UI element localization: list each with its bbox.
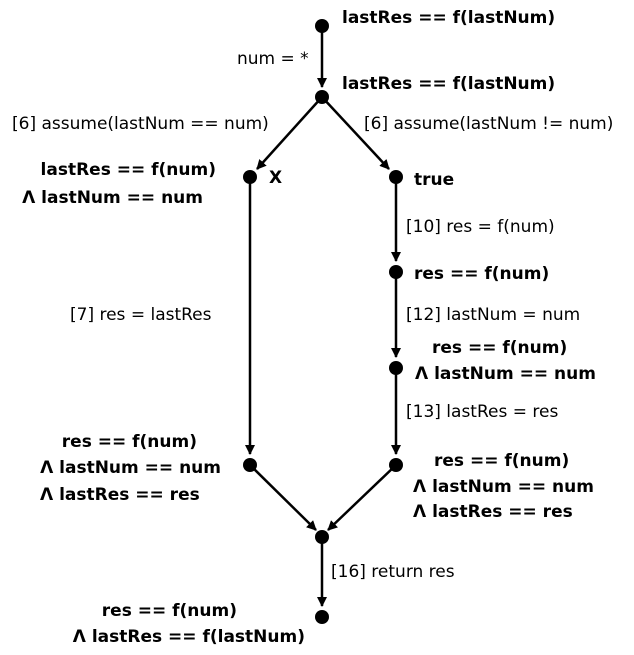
edge-10-label: [10] res = f(num) [406, 217, 555, 237]
node-1 [315, 19, 329, 33]
node-7-label-line2: Λ lastNum == num [40, 458, 221, 478]
edge-7-label: [7] res = lastRes [70, 305, 212, 325]
node-6-label-line1: res == f(num) [432, 338, 568, 358]
edge-2-3 [256, 96, 323, 170]
edge-8-9 [327, 464, 397, 531]
node-3-label-line2: Λ lastNum == num [22, 188, 203, 208]
node-8-label-line1: res == f(num) [434, 451, 570, 471]
node-3-mark: X [269, 168, 283, 188]
node-2 [315, 90, 329, 104]
node-9 [315, 530, 329, 544]
node-1-label: lastRes == f(lastNum) [342, 8, 556, 28]
node-4 [389, 170, 403, 184]
node-3 [243, 170, 257, 184]
node-10-label-line2: Λ lastRes == f(lastNum) [72, 627, 305, 647]
edge-2-4 [321, 96, 390, 170]
edge-12-label: [12] lastNum = num [406, 305, 581, 325]
node-6 [389, 361, 403, 375]
node-8 [389, 458, 403, 472]
node-2-label: lastRes == f(lastNum) [342, 74, 556, 94]
node-3-label-line1: lastRes == f(num) [40, 160, 216, 180]
edge-1-label: num = * [237, 49, 309, 69]
node-10 [315, 610, 329, 624]
node-7-label-line1: res == f(num) [61, 432, 197, 452]
node-10-label-line1: res == f(num) [101, 601, 237, 621]
edge-16-label: [16] return res [331, 562, 455, 582]
edge-7-9 [249, 464, 317, 531]
node-5 [389, 265, 403, 279]
edge-left-label: [6] assume(lastNum == num) [12, 114, 269, 134]
node-8-label-line2: Λ lastNum == num [413, 477, 594, 497]
edge-right-label: [6] assume(lastNum != num) [364, 114, 614, 134]
node-6-label-line2: Λ lastNum == num [415, 364, 596, 384]
node-5-label: res == f(num) [414, 264, 550, 284]
node-8-label-line3: Λ lastRes == res [413, 502, 573, 522]
node-7-label-line3: Λ lastRes == res [40, 485, 200, 505]
node-7 [243, 458, 257, 472]
node-4-label: true [414, 170, 455, 190]
edge-13-label: [13] lastRes = res [406, 402, 559, 422]
